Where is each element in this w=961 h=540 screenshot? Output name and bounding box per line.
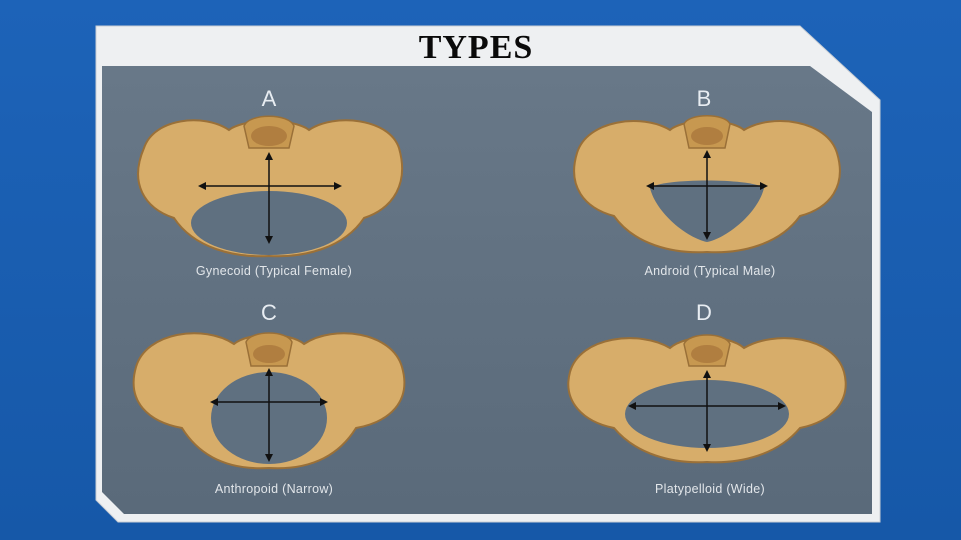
- caption-anthropoid: Anthropoid (Narrow): [214, 482, 334, 496]
- panel-letter-b: B: [696, 86, 712, 111]
- caption-gynecoid: Gynecoid (Typical Female): [195, 264, 353, 278]
- caption-android: Android (Typical Male): [644, 264, 776, 278]
- panel-letter-c: C: [261, 300, 277, 325]
- pelvis-anthropoid-illustration: [132, 332, 406, 470]
- caption-platypelloid: Platypelloid (Wide): [655, 482, 765, 496]
- panel-letter-a: A: [261, 86, 277, 111]
- panel-letter-d: D: [696, 300, 712, 325]
- slide-title: TYPES: [418, 29, 534, 66]
- pelvis-platypelloid-illustration: [567, 334, 847, 464]
- pelvis-android-illustration: [573, 115, 841, 254]
- pelvis-gynecoid-illustration: [137, 115, 404, 258]
